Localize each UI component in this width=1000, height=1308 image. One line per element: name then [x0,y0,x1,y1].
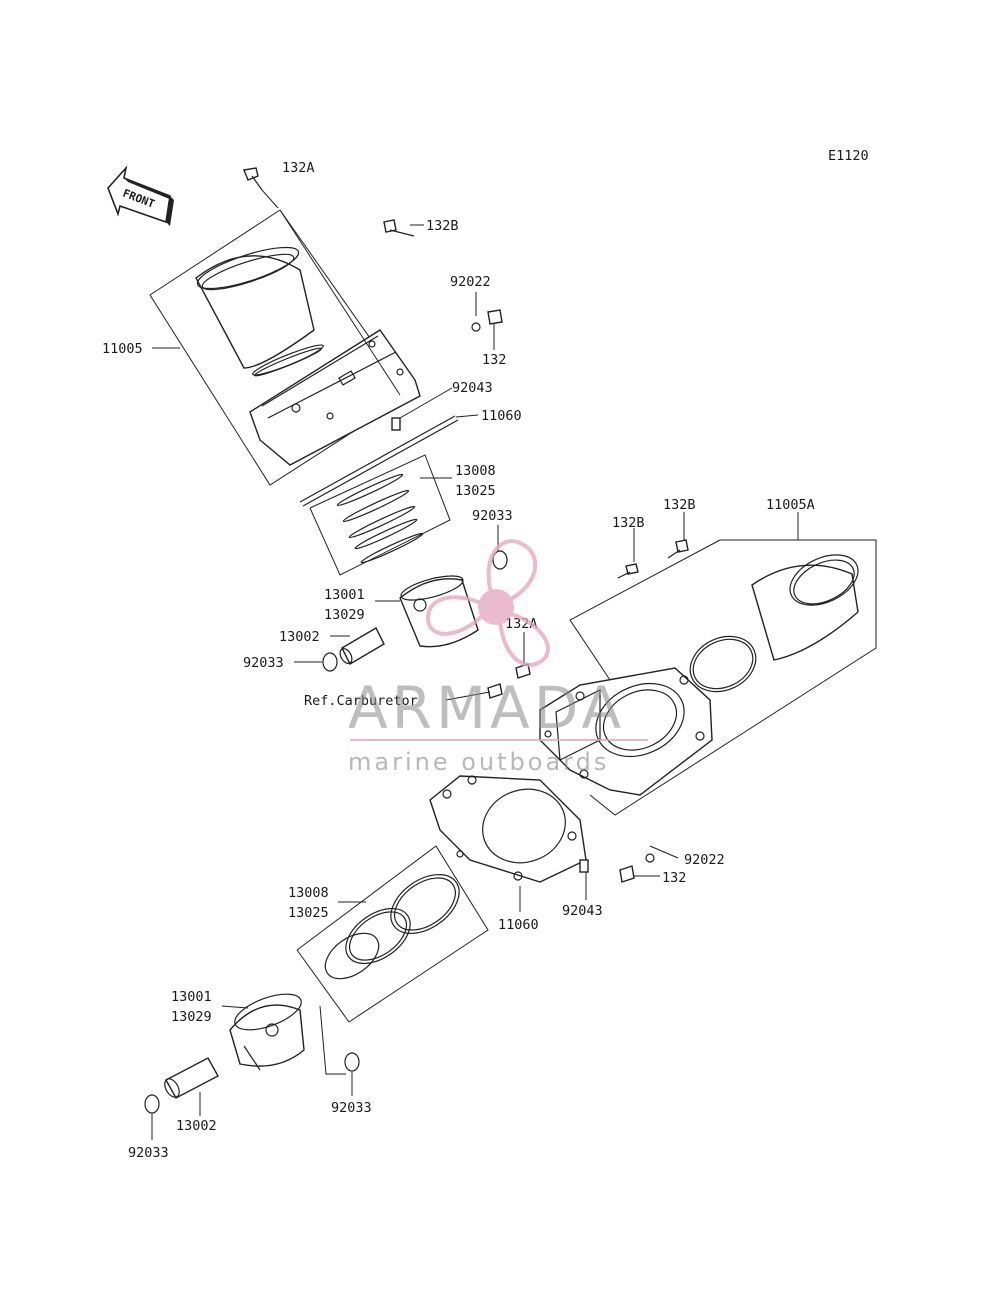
watermark-brand: ARMADA [348,674,625,742]
label-92022-bot: 92022 [684,852,725,868]
label-13001-bot: 13001 [171,989,212,1005]
label-132a-mid: 132A [505,616,538,632]
label-92043-bot: 92043 [562,903,603,919]
label-13002-bot: 13002 [176,1118,217,1134]
label-11060-bot: 11060 [498,917,539,933]
diagram-code: E1120 [828,148,869,164]
label-92033-b: 92033 [243,655,284,671]
label-132b-top: 132B [426,218,459,234]
label-11060-top: 11060 [481,408,522,424]
label-132a-top: 132A [282,160,315,176]
label-11005a: 11005A [766,497,815,513]
label-92033-c: 92033 [331,1100,372,1116]
label-132b-mid1: 132B [612,515,645,531]
label-92043-top: 92043 [452,380,493,396]
part-labels: 132A 132B 92022 132 11005 92043 11060 13… [102,160,815,1161]
label-13008-bot: 13008 [288,885,329,901]
label-132b-mid2: 132B [663,497,696,513]
label-13029-bot: 13029 [171,1009,212,1025]
lower-cylinder-assembly [144,539,877,1114]
front-arrow-icon: FRONT [107,165,174,226]
ref-carburetor-label: Ref.Carburetor [304,693,418,709]
label-92033-a: 92033 [472,508,513,524]
label-92022-top: 92022 [450,274,491,290]
label-13001-top: 13001 [324,587,365,603]
label-13008-top: 13008 [455,463,496,479]
label-132-top: 132 [482,352,506,368]
label-13002-top: 13002 [279,629,320,645]
lower-leader-lines [151,512,799,1140]
label-13025-bot: 13025 [288,905,329,921]
label-132-bot: 132 [662,870,686,886]
label-13025-top: 13025 [455,483,496,499]
armada-watermark: ARMADA marine outboards [348,539,648,776]
propeller-logo-icon [425,539,550,667]
label-11005: 11005 [102,341,143,357]
watermark-tagline: marine outboards [348,748,609,776]
label-13029-top: 13029 [324,607,365,623]
label-92033-d: 92033 [128,1145,169,1161]
